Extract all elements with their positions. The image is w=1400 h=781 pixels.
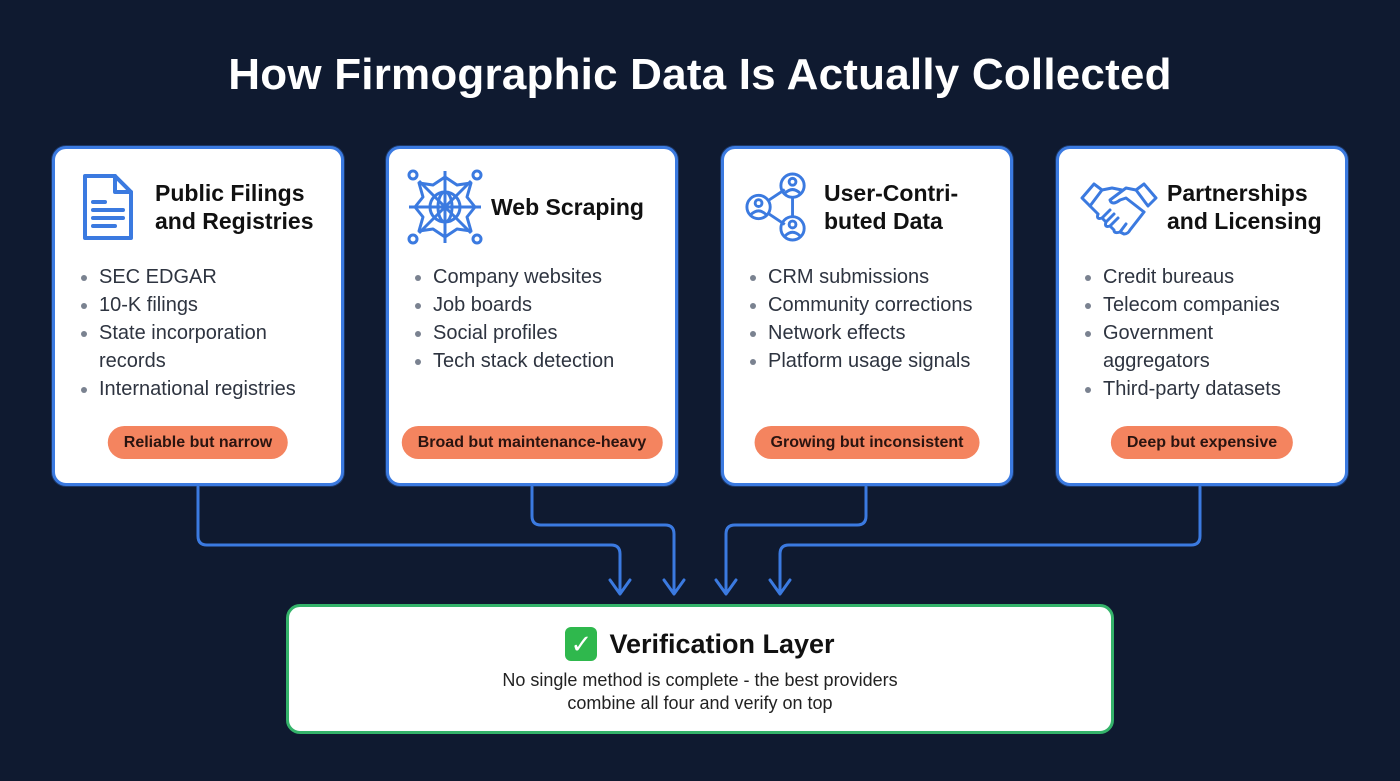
card-items: Credit bureaus Telecom companies Governm…: [1085, 263, 1281, 403]
card-user-contributed: User-Contri- buted Data CRM submissions …: [721, 146, 1013, 486]
card-web-scraping: Web Scraping Company websites Job boards…: [386, 146, 678, 486]
list-item: Government aggregators: [1085, 319, 1255, 375]
card-title: Partnerships and Licensing: [1167, 180, 1322, 234]
verification-description: No single method is complete - the best …: [502, 670, 898, 713]
card-partnerships: Partnerships and Licensing Credit bureau…: [1056, 146, 1348, 486]
tradeoff-badge: Reliable but narrow: [107, 426, 289, 459]
document-icon: [75, 169, 141, 245]
list-item: Telecom companies: [1085, 291, 1281, 319]
list-item: Network effects: [750, 319, 973, 347]
card-title: Public Filings and Registries: [155, 180, 314, 234]
list-item: Tech stack detection: [415, 347, 614, 375]
list-item: Platform usage signals: [750, 347, 973, 375]
list-item: Third-party datasets: [1085, 375, 1281, 403]
verification-title: Verification Layer: [609, 628, 835, 659]
tradeoff-badge: Deep but expensive: [1110, 426, 1294, 459]
list-item: Community corrections: [750, 291, 973, 319]
card-items: Company websites Job boards Social profi…: [415, 263, 614, 375]
list-item: CRM submissions: [750, 263, 973, 291]
web-globe-icon: [403, 169, 487, 245]
check-mark-icon: ✓: [565, 627, 598, 661]
list-item: Company websites: [415, 263, 614, 291]
list-item: SEC EDGAR: [81, 263, 296, 291]
card-title: User-Contri- buted Data: [824, 180, 959, 234]
tradeoff-badge: Growing but inconsistent: [754, 426, 980, 459]
list-item: International registries: [81, 375, 296, 403]
list-item: 10-K filings: [81, 291, 296, 319]
list-item: State incorporation records: [81, 319, 291, 375]
card-items: SEC EDGAR 10-K filings State incorporati…: [81, 263, 296, 403]
card-items: CRM submissions Community corrections Ne…: [750, 263, 973, 375]
list-item: Credit bureaus: [1085, 263, 1281, 291]
card-title: Web Scraping: [491, 194, 644, 220]
user-network-icon: [744, 169, 810, 245]
card-public-filings: Public Filings and Registries SEC EDGAR …: [52, 146, 344, 486]
list-item: Job boards: [415, 291, 614, 319]
diagram-title: How Firmographic Data Is Actually Collec…: [228, 50, 1172, 99]
list-item: Social profiles: [415, 319, 614, 347]
verification-layer: ✓ Verification Layer No single method is…: [286, 604, 1114, 734]
tradeoff-badge: Broad but maintenance-heavy: [401, 426, 663, 459]
handshake-icon: [1079, 169, 1159, 245]
